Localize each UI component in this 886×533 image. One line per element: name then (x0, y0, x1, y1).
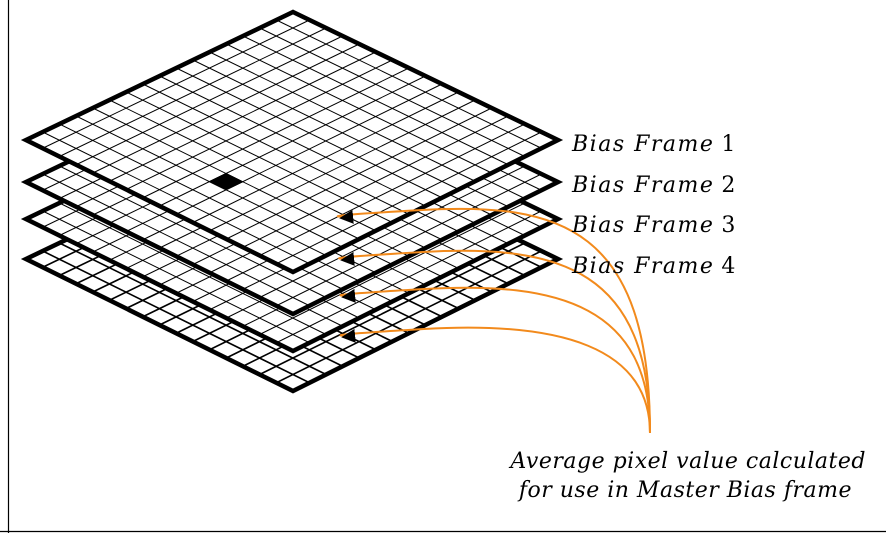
frame-stack (20, 9, 564, 394)
arrow-to-frame-3 (339, 286, 651, 434)
grid-line (276, 210, 542, 344)
caption-line-1: Average pixel value calculated (508, 449, 866, 474)
grid-line (276, 173, 542, 307)
grid-line (59, 165, 327, 298)
grid-line (42, 173, 310, 307)
arrow-to-frame-2 (338, 249, 651, 434)
highlighted-pixel (208, 172, 244, 191)
grid-line (109, 99, 377, 232)
grid-line (275, 250, 542, 384)
grid-line (142, 83, 410, 215)
grid-line (59, 123, 327, 256)
grid-line (242, 115, 509, 248)
grid-line (42, 210, 310, 344)
grid-line (42, 250, 310, 384)
grid-line (192, 91, 459, 223)
grid-line (259, 242, 526, 376)
grid-line (226, 107, 492, 240)
grid-line (59, 202, 327, 335)
bias-frame-1 (20, 9, 564, 275)
grid-line (209, 99, 476, 232)
arrow-to-frame-4 (339, 326, 651, 434)
grid-line (59, 242, 327, 376)
grid-line (175, 83, 443, 215)
frame-border (20, 9, 564, 275)
grid-line (276, 131, 542, 265)
grid-line (259, 123, 526, 256)
grid-line (259, 165, 526, 298)
caption: Average pixel value calculated for use i… (508, 449, 866, 503)
grid-line (159, 75, 426, 207)
caption-line-2: for use in Master Bias frame (517, 478, 852, 503)
arrow-to-frame-1 (336, 207, 651, 434)
grid-line (125, 91, 393, 223)
grid-line (42, 131, 310, 265)
arrow-group (336, 207, 651, 434)
grid-line (259, 202, 526, 335)
